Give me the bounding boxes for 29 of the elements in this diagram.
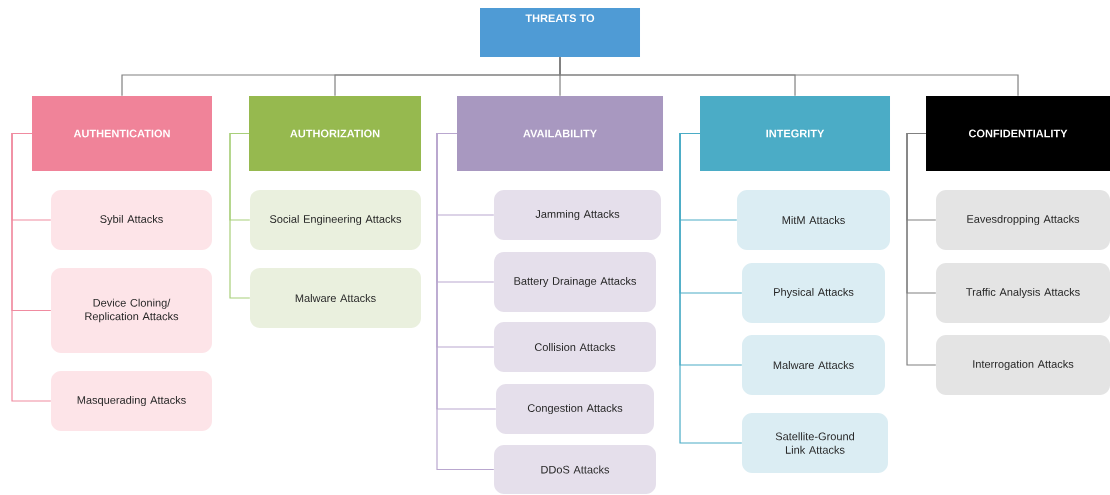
attack-box: Traffic Analysis Attacks: [936, 263, 1110, 323]
attack-box: Congestion Attacks: [496, 384, 654, 434]
connector-line: [436, 132, 495, 471]
category-box: AUTHORIZATION: [249, 96, 421, 171]
attack-box: Battery Drainage Attacks: [494, 252, 656, 312]
attack-box: DDoS Attacks: [494, 445, 656, 494]
connector-line: [906, 132, 937, 366]
connector-line: [229, 132, 251, 299]
root-box: THREATS TO: [480, 8, 640, 57]
attack-box: Device Cloning/ Replication Attacks: [51, 268, 212, 353]
attack-box: Malware Attacks: [250, 268, 421, 328]
attack-box: Sybil Attacks: [51, 190, 212, 250]
attack-box: MitM Attacks: [737, 190, 890, 250]
connector-line: [559, 56, 1019, 97]
category-box: CONFIDENTIALITY: [926, 96, 1110, 171]
attack-box: Malware Attacks: [742, 335, 885, 395]
attack-box: Collision Attacks: [494, 322, 656, 372]
connector-line: [11, 132, 52, 402]
attack-box: Eavesdropping Attacks: [936, 190, 1110, 250]
category-box: AVAILABILITY: [457, 96, 663, 171]
connector-line: [679, 132, 743, 444]
attack-box: Masquerading Attacks: [51, 371, 212, 431]
attack-box: Physical Attacks: [742, 263, 885, 323]
attack-box: Social Engineering Attacks: [250, 190, 421, 250]
attack-box: Satellite-Ground Link Attacks: [742, 413, 888, 473]
attack-box: Jamming Attacks: [494, 190, 661, 240]
attack-box: Interrogation Attacks: [936, 335, 1110, 395]
category-box: INTEGRITY: [700, 96, 890, 171]
category-box: AUTHENTICATION: [32, 96, 212, 171]
